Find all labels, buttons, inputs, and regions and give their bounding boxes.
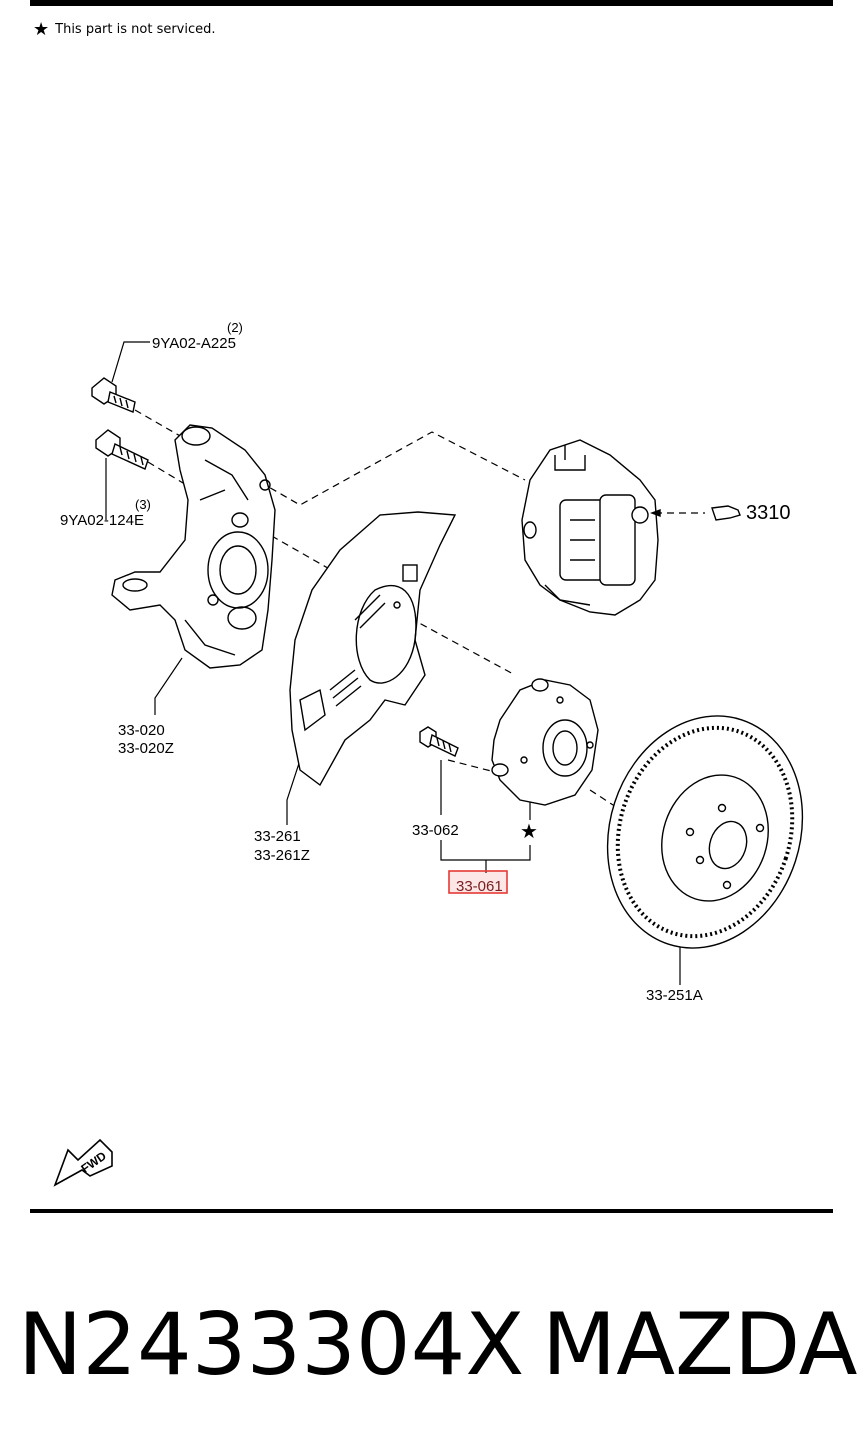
knuckle-label-2: 33-020Z (118, 740, 174, 757)
leader-lines (105, 341, 681, 985)
caliper-label: 3310 (746, 502, 791, 524)
dust-shield-label-2: 33-261Z (254, 847, 310, 864)
hub-star-mark: ★ (520, 821, 538, 843)
bolt-lower-qty: (3) (135, 497, 151, 512)
disc-label: 33-251A (646, 987, 703, 1004)
fwd-arrow-icon (53, 1138, 113, 1187)
brand-name: MAZDA (542, 1295, 858, 1395)
bolt-upper-label: 9YA02-A225 (152, 335, 236, 352)
star-icon: ★ (33, 19, 50, 40)
note-text: This part is not serviced. (55, 22, 216, 37)
bottom-rule (30, 1209, 833, 1213)
bolt-lower-icon (95, 429, 149, 470)
exploded-parts-diagram: (2) 9YA02-A225 (3) 9YA02-124E 3310 33-02… (53, 320, 804, 1187)
hub-bolt-label: 33-062 (412, 822, 459, 839)
dust-shield-label-1: 33-261 (254, 828, 301, 845)
bolt-upper-qty: (2) (227, 320, 243, 335)
top-rule (30, 0, 833, 6)
dust-shield-icon (289, 511, 457, 787)
steering-knuckle-icon (111, 424, 276, 669)
wheel-hub-icon (491, 678, 599, 806)
brake-caliper-icon (521, 439, 659, 616)
part-highlight-box (448, 870, 508, 894)
hub-assembly-label: 33-061 (456, 878, 503, 895)
part-number: N2433304X (18, 1295, 525, 1395)
brake-disc-icon (606, 715, 804, 949)
bolt-lower-label: 9YA02-124E (60, 512, 144, 529)
hand-pointer-icon (650, 505, 741, 521)
bolt-upper-icon (91, 377, 136, 413)
hub-bolt-icon (419, 726, 459, 757)
knuckle-label-1: 33-020 (118, 722, 165, 739)
not-serviced-note: ★ This part is not serviced. (33, 20, 216, 40)
